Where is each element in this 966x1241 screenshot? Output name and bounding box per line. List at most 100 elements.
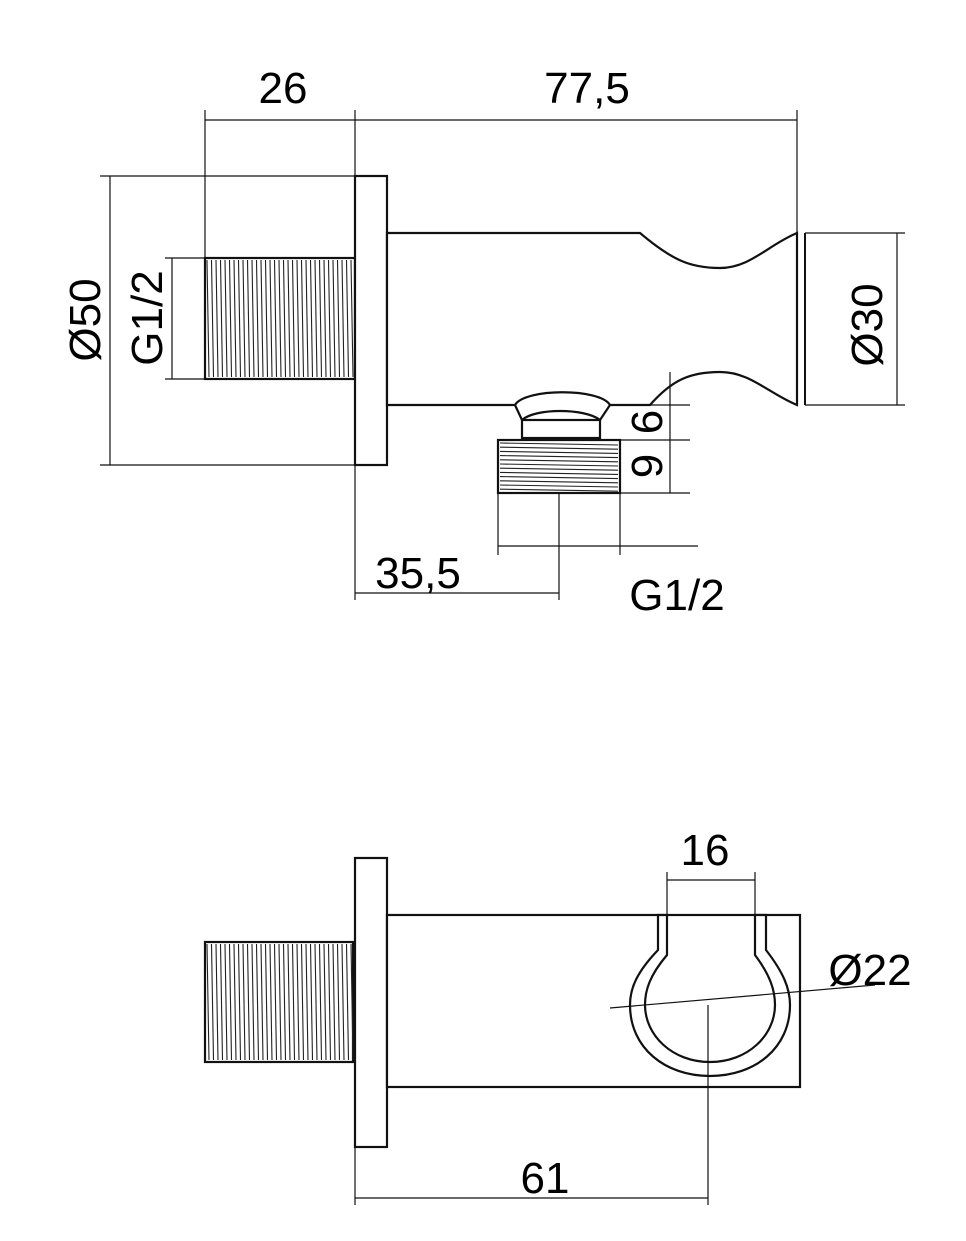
dim-diameter-30-label: Ø30	[843, 283, 892, 366]
thread-line	[341, 259, 345, 378]
thread-line	[499, 476, 619, 480]
thread-line	[246, 943, 251, 1061]
thread-line	[242, 943, 246, 1061]
thread-line	[269, 943, 273, 1061]
thread-line	[210, 259, 215, 378]
thread-line	[341, 943, 345, 1061]
dim-outlet-height-lower-label: 9	[623, 454, 672, 478]
thread-line	[309, 259, 314, 378]
dim-outlet-heights: 6 9	[600, 372, 690, 494]
dim-thread-outlet-label: G1/2	[629, 571, 724, 620]
thread-line	[323, 259, 327, 378]
thread-line	[255, 943, 260, 1061]
inlet-thread-side	[203, 940, 355, 1064]
dim-diameter-30: Ø30	[805, 232, 905, 406]
dim-77-5: 77,5	[355, 64, 798, 233]
dim-61: 61	[354, 1005, 709, 1205]
dim-diameter-22: Ø22	[609, 946, 912, 1009]
thread-line	[499, 467, 619, 471]
thread-line	[206, 259, 210, 378]
dim-outlet-height-upper-label: 6	[623, 410, 672, 434]
thread-line	[499, 442, 619, 446]
thread-line	[287, 943, 291, 1061]
thread-line	[318, 943, 323, 1061]
top-view: 26 77,5 Ø50 G1/2 Ø30	[61, 64, 905, 620]
outlet-knob	[513, 391, 612, 422]
thread-line	[309, 943, 314, 1061]
thread-line	[345, 259, 350, 378]
dim-26-label: 26	[259, 64, 308, 113]
thread-line	[219, 943, 224, 1061]
thread-line	[233, 259, 237, 378]
thread-line	[224, 943, 228, 1061]
dim-thread-outlet: G1/2	[497, 493, 725, 620]
dim-77-5-label: 77,5	[544, 64, 630, 113]
thread-line	[305, 943, 309, 1061]
thread-line	[332, 943, 336, 1061]
thread-line	[219, 259, 224, 378]
thread-line	[278, 943, 282, 1061]
dim-16-label: 16	[681, 826, 730, 875]
thread-line	[269, 259, 273, 378]
thread-line	[499, 450, 619, 454]
thread-line	[323, 943, 327, 1061]
thread-line	[300, 943, 305, 1061]
thread-line	[282, 259, 287, 378]
thread-line	[314, 259, 318, 378]
dim-diameter-50: Ø50	[61, 175, 355, 466]
thread-line	[314, 943, 318, 1061]
thread-line	[305, 259, 309, 378]
dim-61-label: 61	[521, 1154, 570, 1203]
thread-line	[296, 943, 300, 1061]
wall-flange-side	[353, 856, 389, 1149]
thread-line	[215, 259, 219, 378]
dim-diameter-22-label: Ø22	[828, 946, 911, 995]
thread-line	[499, 471, 619, 475]
thread-line	[332, 259, 336, 378]
thread-line	[282, 943, 287, 1061]
thread-line	[260, 259, 264, 378]
thread-line	[246, 259, 251, 378]
dim-16: 16	[666, 826, 756, 915]
thread-line	[296, 259, 300, 378]
inlet-thread	[203, 256, 357, 381]
thread-line	[499, 480, 619, 484]
dim-26: 26	[204, 64, 356, 258]
thread-line	[318, 259, 323, 378]
dim-35-5-label: 35,5	[375, 549, 461, 598]
thread-line	[499, 488, 619, 492]
thread-line	[327, 259, 332, 378]
outlet-thread	[496, 438, 622, 495]
holder-body	[385, 231, 799, 407]
thread-line	[210, 943, 215, 1061]
thread-line	[206, 943, 210, 1061]
thread-line	[336, 943, 341, 1061]
thread-line	[264, 259, 269, 378]
holder-slot	[628, 913, 792, 1078]
thread-line	[233, 943, 237, 1061]
thread-line	[242, 259, 246, 378]
thread-line	[224, 259, 228, 378]
thread-line	[251, 943, 255, 1061]
thread-line	[291, 943, 296, 1061]
dim-diameter-50-label: Ø50	[61, 278, 110, 361]
thread-line	[287, 259, 291, 378]
wall-flange	[353, 174, 389, 467]
dim-thread-left: G1/2	[123, 257, 205, 380]
outlet-neck	[520, 418, 602, 440]
thread-line	[251, 259, 255, 378]
thread-line	[499, 455, 619, 459]
thread-line	[345, 943, 350, 1061]
thread-line	[499, 446, 619, 450]
thread-line	[260, 943, 264, 1061]
thread-line	[499, 463, 619, 467]
thread-line	[273, 259, 278, 378]
dim-35-5: 35,5	[354, 465, 560, 600]
thread-line	[237, 943, 242, 1061]
thread-line	[350, 943, 354, 1061]
thread-line	[273, 943, 278, 1061]
thread-line	[278, 259, 282, 378]
thread-line	[300, 259, 305, 378]
thread-line	[291, 259, 296, 378]
